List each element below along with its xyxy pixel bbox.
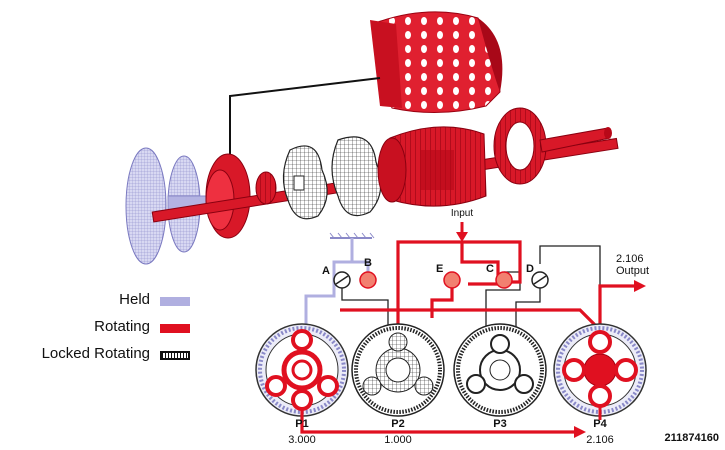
legend-held-label: Held [119,291,150,308]
p3-label: P3 [493,418,506,430]
black-linkage-lines [341,245,601,330]
figure-id: 211874160 [664,432,719,444]
planetary-set-p2 [351,323,445,417]
clutch-d-symbol [531,271,549,289]
p2-ratio: 1.000 [384,434,412,446]
perforated-drum [370,11,503,113]
p1-label: P1 [295,418,308,430]
clutch-d-label: D [526,263,534,275]
legend-locked-rotating-label: Locked Rotating [41,345,150,362]
clutch-b-symbol [359,271,377,289]
clutch-c-symbol [495,271,513,289]
input-hub [205,153,251,239]
sun-gear-small [255,171,277,205]
drum-connector-line [229,77,381,162]
legend-locked-rotating: Locked Rotating [0,345,190,365]
p1-ratio: 3.000 [288,434,316,446]
locked-rotating-swatch [160,351,190,360]
exploded-gear-assembly [125,11,619,265]
clutch-e-label: E [436,263,443,275]
clutch-b-label: B [364,257,372,269]
legend-rotating: Rotating [0,318,190,338]
legend-rotating-label: Rotating [94,318,150,335]
clutch-c-label: C [486,263,494,275]
output-ratio-label: 2.106 [616,253,644,265]
p2-label: P2 [391,418,404,430]
clutch-pack [377,126,487,207]
planetary-set-p4 [553,323,647,417]
clutch-a-label: A [322,265,330,277]
locked-carrier-pair [282,136,382,220]
planetary-set-p3 [453,323,547,417]
input-label: Input [451,208,473,219]
clutch-e-symbol [443,271,461,289]
clutch-a-symbol [333,271,351,289]
bottom-transfer-path [300,408,576,434]
held-reaction-discs [125,147,209,265]
planetary-set-p1 [255,323,349,417]
power-flow-schematic: Input 2.106 Output A B E C D P1 3.000 P2… [255,208,649,446]
p4-label: P4 [593,418,607,430]
p4-ratio: 2.106 [586,434,614,446]
output-arrow-path [598,284,636,340]
legend-held: Held [0,291,190,311]
output-label: Output [616,265,649,277]
rotating-path-middle [340,288,604,334]
output-ring-gear [493,107,547,185]
held-swatch [160,297,190,306]
ground-symbol [329,232,375,239]
rotating-swatch [160,324,190,333]
